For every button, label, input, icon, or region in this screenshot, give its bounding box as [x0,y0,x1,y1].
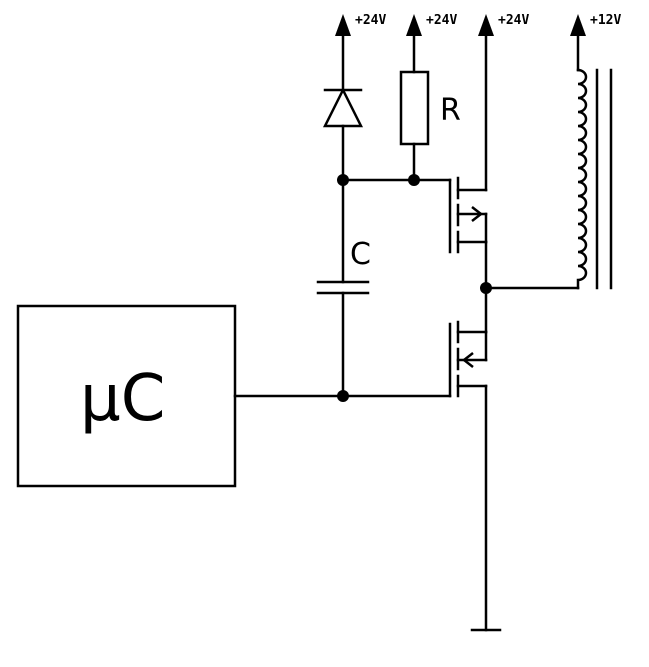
resistor-label: R [440,93,461,128]
capacitor-label: C [350,237,371,272]
coil-supply-label: +12V [590,13,621,28]
inductor [576,68,613,290]
resistor-supply-rail: +24V [406,13,457,74]
resistor: R [399,70,461,182]
high-fet-supply-arrow [478,14,494,36]
capacitor: C [316,178,371,398]
microcontroller: μC [16,304,237,488]
low-fet-arrow-icon [461,352,474,368]
node-resistor-junction [408,174,420,186]
coil-supply-rail: +12V [570,13,621,72]
diode-supply-label: +24V [355,13,386,28]
high-fet-arrow-icon [471,206,484,222]
diode [322,87,364,182]
high-fet-supply-rail: +24V [478,13,529,192]
diode-supply-rail: +24V [335,13,386,92]
node-gate-junction [337,390,349,402]
resistor-supply-label: +24V [426,13,457,28]
high-fet-supply-label: +24V [498,13,529,28]
resistor-supply-arrow [406,14,422,36]
ground [470,384,502,632]
high-side-mosfet [448,176,488,254]
coil-supply-arrow [570,14,586,36]
microcontroller-label: μC [80,362,165,436]
diode-supply-arrow [335,14,351,36]
low-side-mosfet [448,320,488,398]
